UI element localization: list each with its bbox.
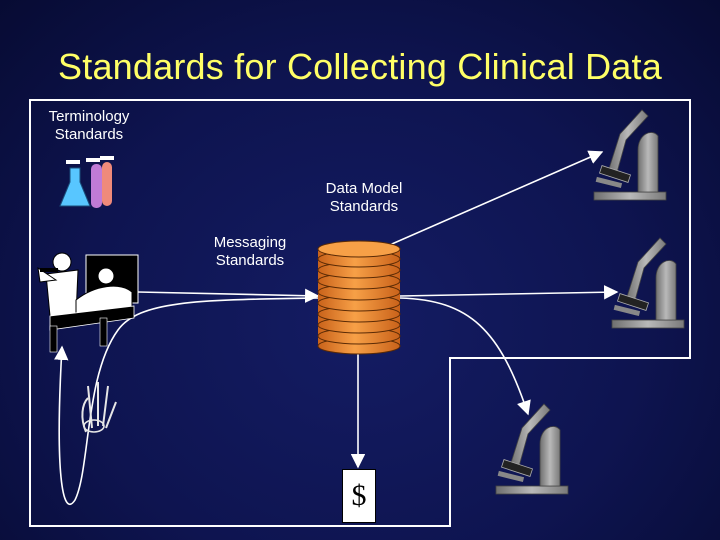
terminology-label-line-2: Standards [54,126,124,143]
data-model-standards-label: Data Model Standards [304,180,424,216]
page-title: Standards for Collecting Clinical Data [58,46,662,87]
arrow-patient-to-db [137,288,320,303]
data-model-label-line-2: Standards [329,198,399,215]
microscope-icon [495,403,569,495]
test-tubes-flask-icon [59,156,114,208]
diagram-frame [29,99,691,527]
patient-in-bed-icon [49,254,139,353]
doctor-icon [37,252,79,317]
messaging-label-line-1: Messaging [213,234,287,251]
arrow-to-microscope-mid [399,285,619,300]
arrow-to-microscope-top [359,150,604,259]
microscope-icon [611,237,685,329]
dollar-box: $ [342,469,376,523]
arrow-to-microscope-bottom [399,297,531,416]
messaging-standards-label: Messaging Standards [194,234,306,270]
hand-xray-icon [81,382,117,433]
terminology-label-line-1: Terminology [48,108,130,125]
microscope-icon [593,109,667,201]
data-model-label-line-1: Data Model [325,180,403,197]
messaging-label-line-2: Standards [215,252,285,269]
terminology-standards-label: Terminology Standards [34,108,144,144]
database-stack-icon [317,240,401,355]
